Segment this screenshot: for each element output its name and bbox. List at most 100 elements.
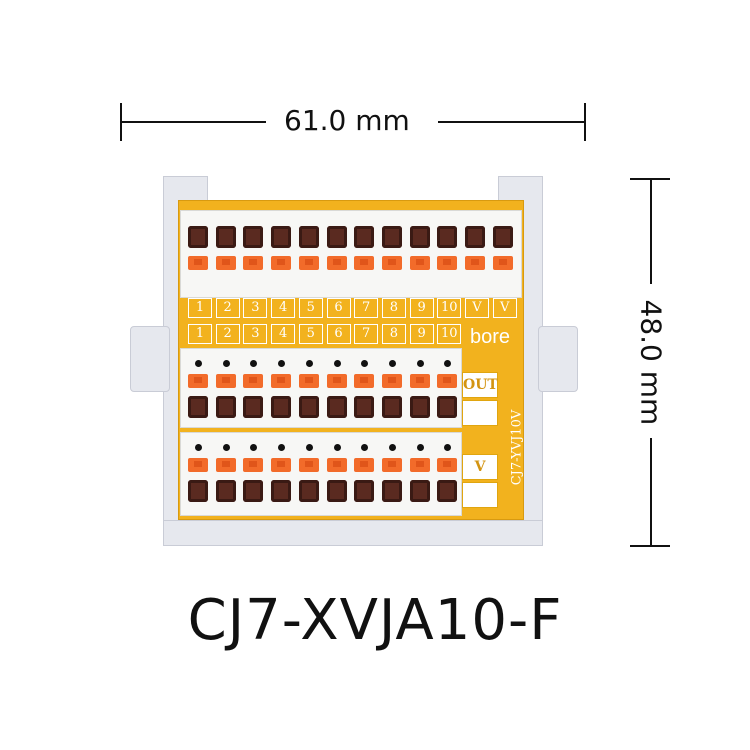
terminal-label: 9 (409, 324, 434, 344)
width-dimension-label: 61.0 mm (284, 104, 410, 137)
terminal-label: 3 (243, 298, 268, 318)
screw-dot (195, 444, 202, 451)
lever-clamp (298, 458, 319, 472)
screw-dot (222, 444, 230, 451)
wire-entry-hole (298, 226, 319, 248)
screw-dot (333, 360, 341, 367)
lever-clamp (243, 374, 264, 388)
screw-dot (250, 360, 258, 367)
terminal-label: 1 (188, 324, 212, 344)
wire-entry-hole (492, 226, 513, 248)
screw-dot (361, 444, 369, 451)
top-terminal-block (180, 210, 522, 298)
wire-entry-hole (188, 480, 208, 502)
wire-entry-hole (298, 480, 319, 502)
lever-clamp (492, 256, 513, 270)
lever-clamp (298, 256, 319, 270)
rail-clip-left (130, 326, 170, 392)
terminal-label: 9 (409, 298, 434, 318)
wire-entry-hole (215, 480, 236, 502)
screw-dot (388, 360, 396, 367)
screw-dot (333, 444, 341, 451)
wire-entry-hole (409, 226, 430, 248)
lever-clamp (409, 458, 430, 472)
lever-clamp (271, 458, 292, 472)
out-tag: OUT (462, 372, 498, 398)
terminal-label: 5 (298, 324, 323, 344)
terminal-label: 2 (215, 298, 240, 318)
lever-clamp (271, 256, 292, 270)
terminal-label: 10 (437, 324, 462, 344)
wire-entry-hole (215, 396, 236, 418)
wire-entry-hole (188, 226, 208, 248)
lever-clamp (215, 374, 236, 388)
height-dim-line-bottom (650, 438, 652, 545)
wire-entry-hole (354, 396, 375, 418)
lever-clamp (243, 256, 264, 270)
screw-dot (195, 360, 202, 367)
lever-clamp (188, 256, 208, 270)
lever-clamp (381, 256, 402, 270)
out-tag-lower (462, 400, 498, 426)
screw-dot (305, 360, 313, 367)
screw-dot (444, 444, 452, 451)
wire-entry-hole (326, 480, 347, 502)
wire-entry-hole (243, 396, 264, 418)
screw-dot (250, 444, 258, 451)
terminal-label: V (465, 298, 489, 318)
rail-bottom-bar (163, 520, 543, 546)
wire-entry-hole (437, 480, 458, 502)
wire-entry-hole (271, 396, 292, 418)
lever-clamp (243, 458, 264, 472)
terminal-label: 10 (437, 298, 462, 318)
wire-entry-hole (437, 226, 458, 248)
wire-entry-hole (298, 396, 319, 418)
terminal-label: 1 (188, 298, 212, 318)
lever-clamp (188, 458, 208, 472)
wire-entry-hole (243, 226, 264, 248)
wire-entry-hole (271, 480, 292, 502)
lever-clamp (437, 458, 458, 472)
terminal-label: V (492, 298, 517, 318)
width-dim-line-right (438, 121, 584, 123)
width-dim-right-tick (584, 103, 586, 141)
terminal-label: 2 (215, 324, 240, 344)
wire-entry-hole (215, 226, 236, 248)
lever-clamp (381, 458, 402, 472)
screw-dot (444, 360, 452, 367)
lever-clamp (409, 256, 430, 270)
terminal-label: 3 (243, 324, 268, 344)
lever-clamp (326, 458, 347, 472)
lever-clamp (326, 374, 347, 388)
screw-dot (278, 444, 286, 451)
screw-dot (278, 360, 286, 367)
wire-entry-hole (381, 226, 402, 248)
lever-clamp (437, 374, 458, 388)
terminal-label: 4 (271, 298, 296, 318)
lever-clamp (215, 458, 236, 472)
product-title: CJ7-XVJA10-F (187, 588, 563, 653)
lever-clamp (326, 256, 347, 270)
lever-clamp (271, 374, 292, 388)
height-dimension-label: 48.0 mm (634, 299, 668, 426)
terminal-label: 8 (381, 324, 406, 344)
wire-entry-hole (381, 480, 402, 502)
terminal-label: 6 (326, 298, 351, 318)
wire-entry-hole (188, 396, 208, 418)
model-print: CJ7-YVJ10V (509, 409, 525, 486)
terminal-label: 5 (298, 298, 323, 318)
lever-clamp (354, 374, 375, 388)
terminal-label: 7 (354, 324, 379, 344)
wire-entry-hole (437, 396, 458, 418)
rail-clip-right (538, 326, 578, 392)
terminal-label: 4 (271, 324, 296, 344)
screw-dot (416, 444, 424, 451)
wire-entry-hole (381, 396, 402, 418)
screw-dot (388, 444, 396, 451)
wire-entry-hole (409, 480, 430, 502)
wire-entry-hole (354, 226, 375, 248)
lever-clamp (381, 374, 402, 388)
lever-clamp (354, 256, 375, 270)
screw-dot (305, 444, 313, 451)
